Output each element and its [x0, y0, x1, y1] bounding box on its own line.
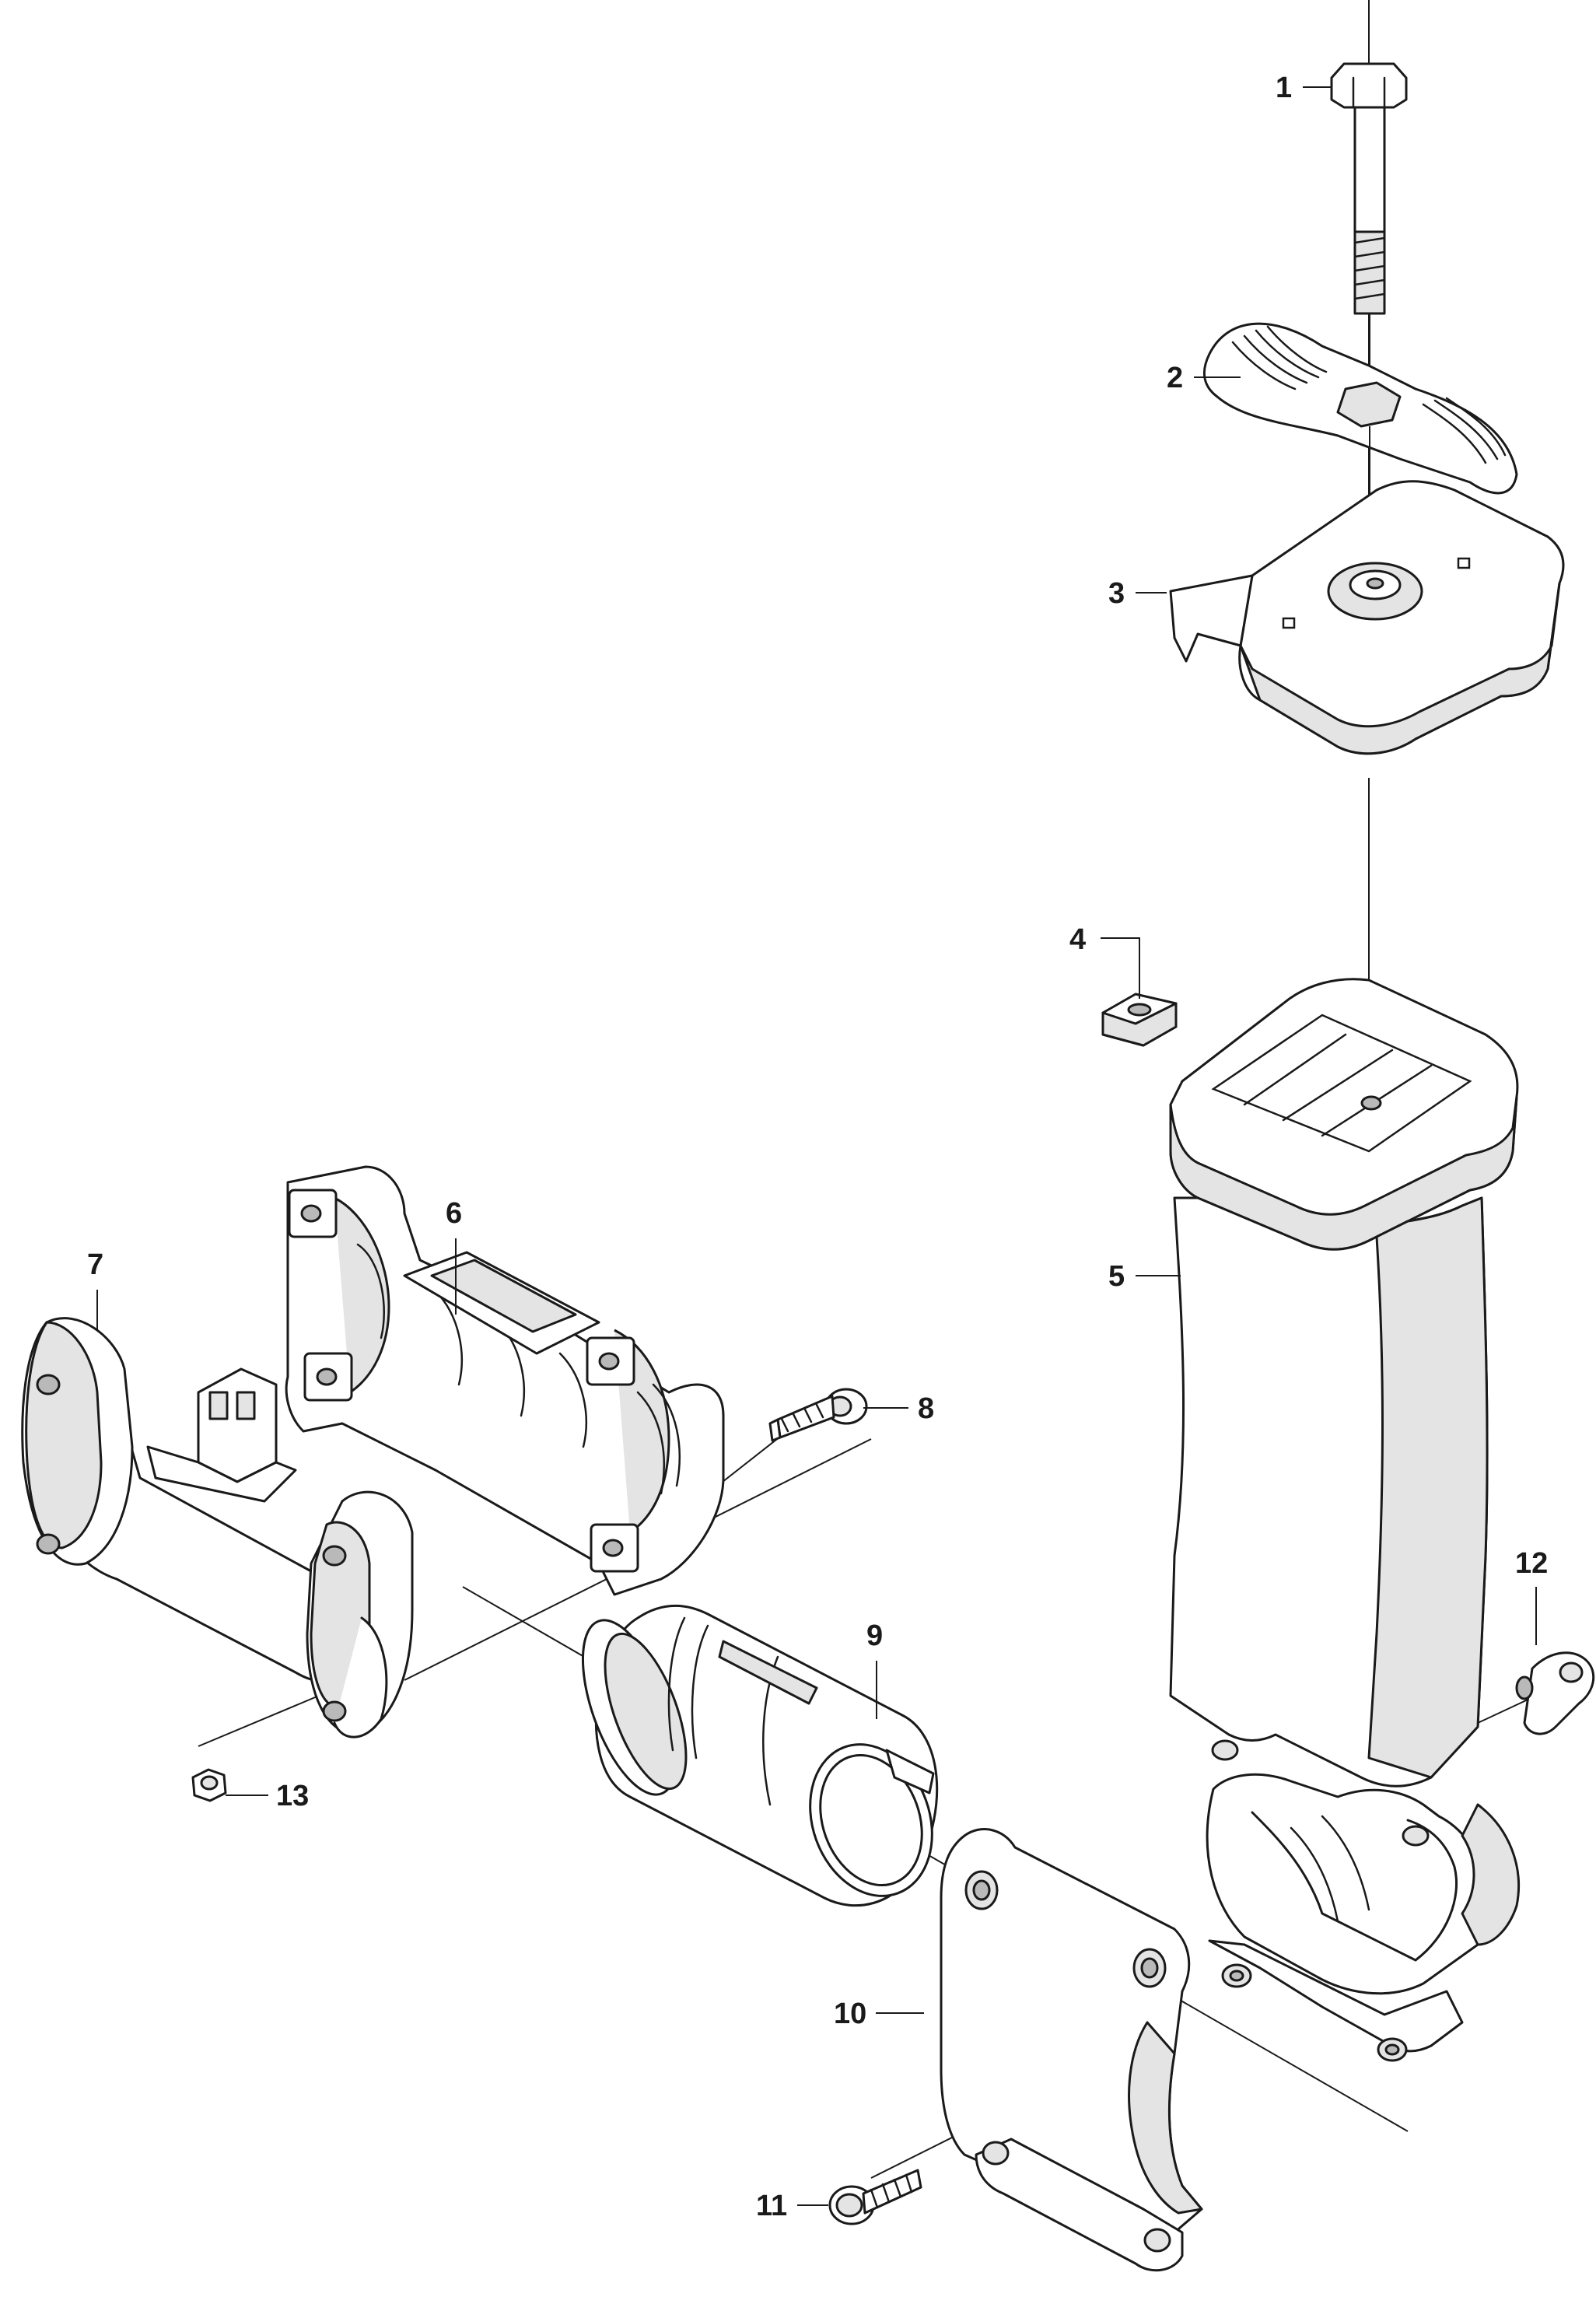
callout-5: 5	[1108, 1260, 1125, 1293]
part-top-cap	[1169, 480, 1565, 755]
part-small-nut	[191, 1768, 227, 1802]
callout-11: 11	[756, 2190, 787, 2222]
part-flange-screw	[828, 2169, 922, 2225]
part-wing-nut	[1202, 322, 1518, 591]
callout-3: 3	[1108, 577, 1125, 610]
callout-10: 10	[834, 1998, 866, 2030]
part-clamp-half-rear	[285, 1165, 725, 1596]
part-bolt	[1330, 62, 1408, 369]
part-sleeve	[581, 1604, 939, 1907]
part-square-nut	[1101, 993, 1178, 1047]
callout-6: 6	[446, 1197, 462, 1230]
callout-2: 2	[1167, 362, 1183, 394]
part-handle-body	[1169, 978, 1521, 2062]
callout-leaders	[96, 86, 1537, 2206]
part-screw-8	[768, 1388, 868, 1442]
callout-7: 7	[87, 1248, 103, 1281]
callout-8: 8	[918, 1392, 934, 1425]
part-lower-clamp	[940, 1828, 1203, 2272]
callout-labels: 1 2 3 4 5 6 7 8 9 10 11 12 13	[87, 72, 1548, 2222]
callout-13: 13	[276, 1780, 309, 1812]
callout-4: 4	[1069, 923, 1086, 956]
part-clip	[1515, 1651, 1595, 1735]
callout-9: 9	[866, 1619, 883, 1652]
callout-12: 12	[1515, 1547, 1548, 1580]
callout-1: 1	[1276, 72, 1292, 104]
part-clamp-tube	[21, 1317, 414, 1739]
